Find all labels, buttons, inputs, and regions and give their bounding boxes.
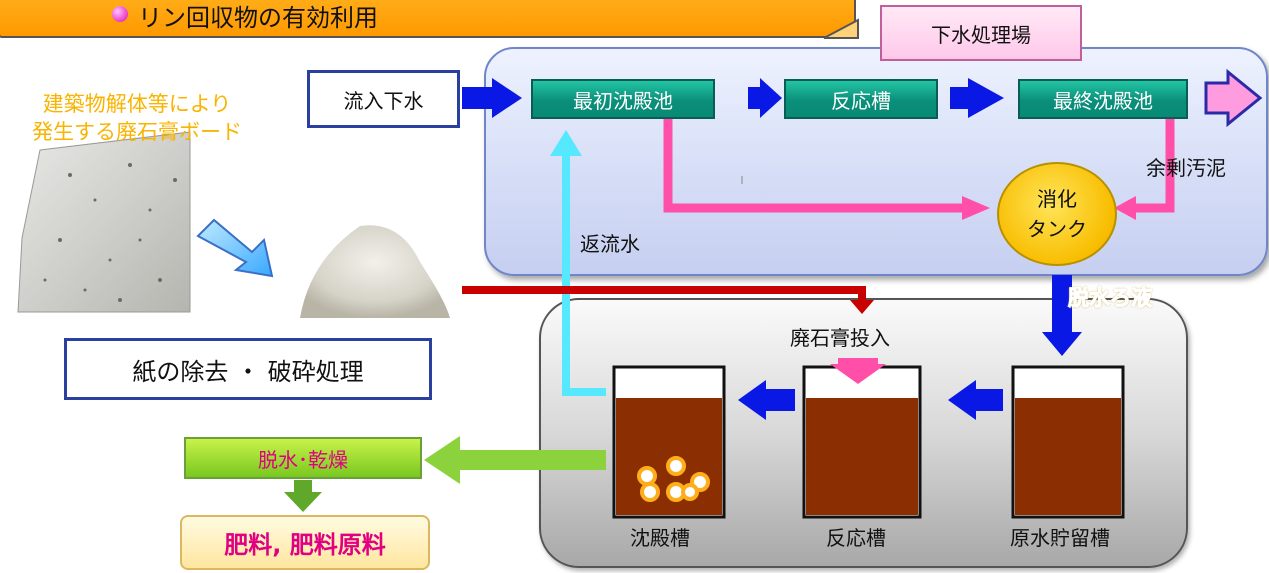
to-dewater-arrow	[424, 436, 606, 484]
excess-sludge-label: 余剰汚泥	[1146, 156, 1226, 180]
bullet-icon	[112, 6, 128, 22]
gypsum-feed-line	[462, 286, 866, 302]
banner-fold-icon	[823, 18, 859, 39]
blue-flow-arrows	[462, 78, 1082, 420]
reaction-tank	[802, 358, 922, 519]
digestion-label-1: 消化	[1037, 187, 1077, 211]
plant-label: 下水処理場	[880, 5, 1082, 61]
outflow-arrow	[1204, 68, 1263, 128]
sludge-lines	[663, 118, 1175, 213]
settling-tank	[612, 365, 726, 519]
board-caption-line2: 発生する廃石膏ボード	[32, 120, 242, 144]
gypsum-board-caption: 建築物解体等により 発生する廃石膏ボード	[6, 90, 268, 146]
reaction-tank-box: 反応槽	[784, 79, 938, 119]
digestion-label-2: タンク	[1027, 217, 1087, 241]
gypsum-input-label: 廃石膏投入	[790, 326, 890, 350]
page-title: リン回収物の有効利用	[138, 4, 378, 32]
paper-removal-box: 紙の除去 ・ 破砕処理	[64, 338, 432, 400]
return-water-label: 返流水	[580, 232, 640, 256]
gypsum-board-image	[17, 131, 191, 313]
dewater-dry-box: 脱水･乾燥	[184, 437, 422, 479]
board-holes	[43, 163, 177, 302]
storage-tank-label: 原水貯留槽	[1010, 526, 1110, 550]
final-settling-tank: 最終沈殿池	[1018, 79, 1188, 119]
to-fertilizer-arrow	[284, 480, 322, 512]
primary-settling-tank: 最初沈殿池	[531, 79, 715, 119]
storage-tank	[1011, 365, 1125, 519]
board-to-powder-arrow	[196, 218, 274, 278]
inflow-sewage-box: 流入下水	[307, 70, 460, 128]
reaction-tank-label: 反応槽	[826, 526, 886, 550]
dewater-filtrate-label: 脱水ろ液	[1068, 286, 1153, 311]
fertilizer-box: 肥料, 肥料原料	[180, 515, 430, 570]
gypsum-powder-image	[300, 225, 450, 318]
digestion-tank: 消化 タンク	[997, 162, 1117, 266]
inflow-label: 流入下水	[343, 88, 424, 113]
settling-tank-label: 沈殿槽	[630, 526, 690, 550]
board-caption-line1: 建築物解体等により	[42, 92, 232, 116]
title-banner	[0, 0, 856, 38]
return-water-line	[562, 152, 606, 396]
